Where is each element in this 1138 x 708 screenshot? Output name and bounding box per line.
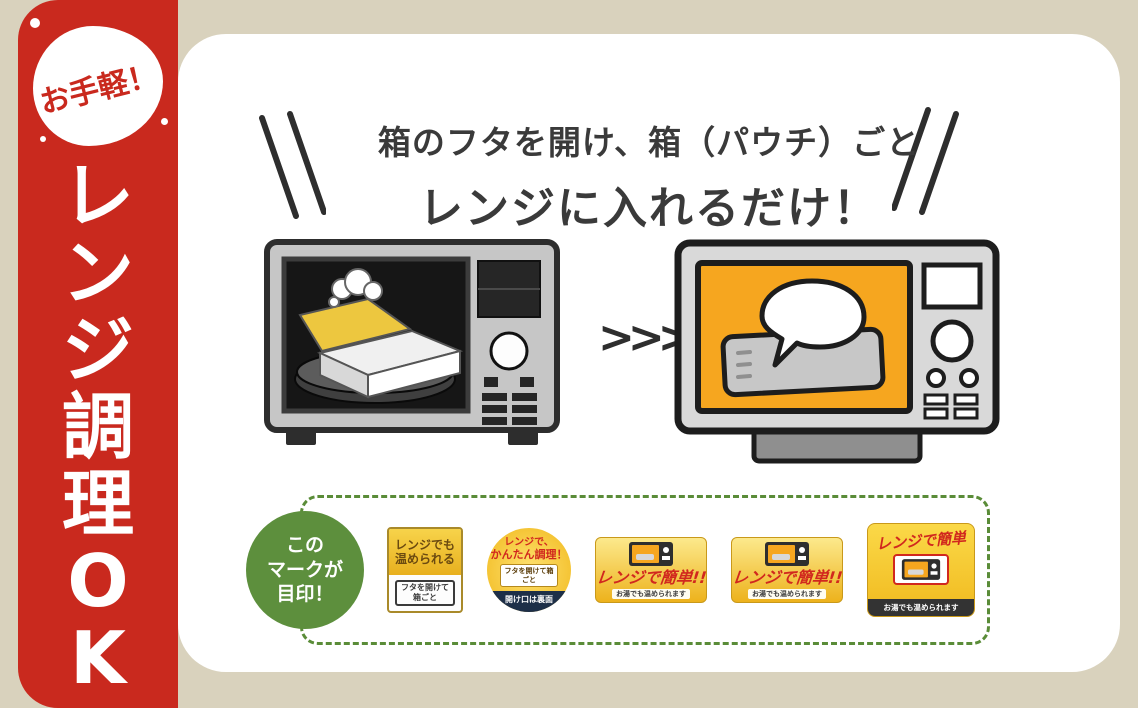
badge-note-line: フタを開けて [401, 583, 449, 592]
badge-subtitle: お湯でも温められます [612, 588, 690, 599]
badge-strip: レンジでも 温められる フタを開けて 箱ごと レンジで、 かんたん調理！ フタを… [300, 495, 990, 645]
badge-title-line: レンジでも [394, 537, 455, 552]
heading-line-1: 箱のフタを開け、箱（パウチ）ごと [377, 123, 921, 162]
microwave-before-illustration [264, 239, 560, 445]
heading-line-2: レンジに入れるだけ！ [419, 183, 879, 234]
badge-title: レンジで簡単!! [730, 568, 844, 588]
heading: 箱のフタを開け、箱（パウチ）ごと レンジに入れるだけ！ [178, 116, 1120, 236]
title-char: 理 [61, 462, 134, 546]
mark-callout-circle: この マークが 目印！ [246, 511, 364, 629]
emphasis-slash-right-icon [892, 107, 959, 215]
badge-note-box: フタを開けて箱ごと [500, 564, 558, 587]
splash-dot [161, 118, 168, 125]
splash-dot [30, 18, 40, 28]
badge-renji-de-kantan-1: レンジで簡単!! お湯でも温められます [595, 537, 707, 603]
title-char: O [67, 539, 129, 623]
badge-title-line: レンジで、 [504, 537, 554, 548]
badge-title-line: かんたん調理！ [490, 547, 568, 561]
badge-subtitle: お湯でも温められます [748, 588, 826, 599]
microwave-after-illustration [674, 239, 1000, 464]
microwave-icon [901, 559, 941, 580]
mark-callout-line: この [285, 533, 324, 556]
badge-footer-band: お湯でも温められます [868, 599, 974, 616]
badge-title: レンジでも 温められる [389, 529, 461, 575]
badge-title-line: 温められる [394, 552, 455, 566]
badge-renji-de-kantan-2: レンジで簡単!! お湯でも温められます [731, 537, 843, 603]
microwave-icon [629, 542, 673, 567]
emphasis-slash-left-icon [259, 111, 326, 219]
title-char: ン [61, 231, 134, 315]
vertical-title: レ ン ジ 調 理 O K [18, 158, 178, 696]
badge-title: レンジで簡単 [875, 528, 967, 554]
badge-footer: フタを開けて 箱ごと [389, 575, 461, 611]
title-char: レ [61, 154, 134, 238]
splash-label: お手軽！ [36, 57, 162, 121]
splash-dot [40, 136, 46, 142]
title-char: 調 [61, 385, 134, 469]
red-banner: お手軽！ レ ン ジ 調 理 O K [18, 0, 178, 708]
title-char: ジ [61, 308, 134, 392]
badge-title: レンジで簡単!! [594, 568, 708, 588]
splash-badge: お手軽！ [33, 26, 163, 146]
mark-callout-line: 目印！ [276, 583, 334, 606]
badge-renji-de-kantan-3: レンジで簡単 お湯でも温められます [867, 523, 975, 617]
badge-renji-de-kantan-chouri: レンジで、 かんたん調理！ フタを開けて箱ごと 開け口は裏面 [487, 528, 571, 612]
title-char: K [70, 616, 126, 700]
main-panel: 箱のフタを開け、箱（パウチ）ごと レンジに入れるだけ！ [178, 34, 1120, 672]
badge-icon-box [893, 554, 949, 585]
microwave-icon [765, 542, 809, 567]
mark-callout-line: マークが [266, 558, 343, 581]
badge-footer-band: 開け口は裏面 [487, 591, 571, 612]
badge-note-line: 箱ごと [413, 593, 437, 602]
badge-renji-demo-atatamerareru: レンジでも 温められる フタを開けて 箱ごと [387, 527, 463, 613]
badge-note-box: フタを開けて 箱ごと [395, 580, 455, 606]
